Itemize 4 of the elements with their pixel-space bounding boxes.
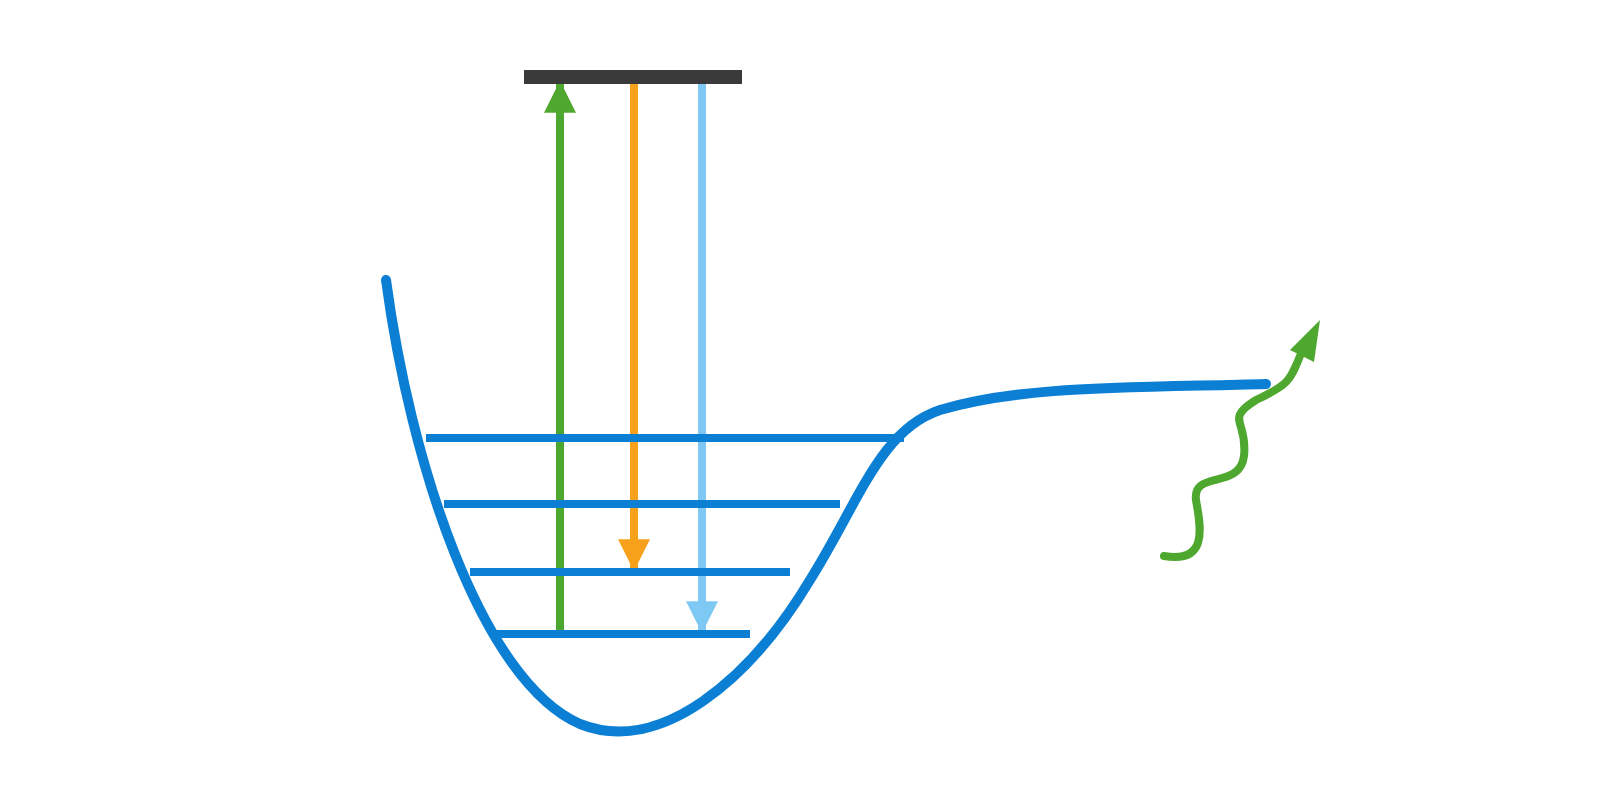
arrow [686,84,718,634]
arrow [544,80,576,630]
arrow [618,84,650,572]
virtual-level-bar [524,70,742,84]
